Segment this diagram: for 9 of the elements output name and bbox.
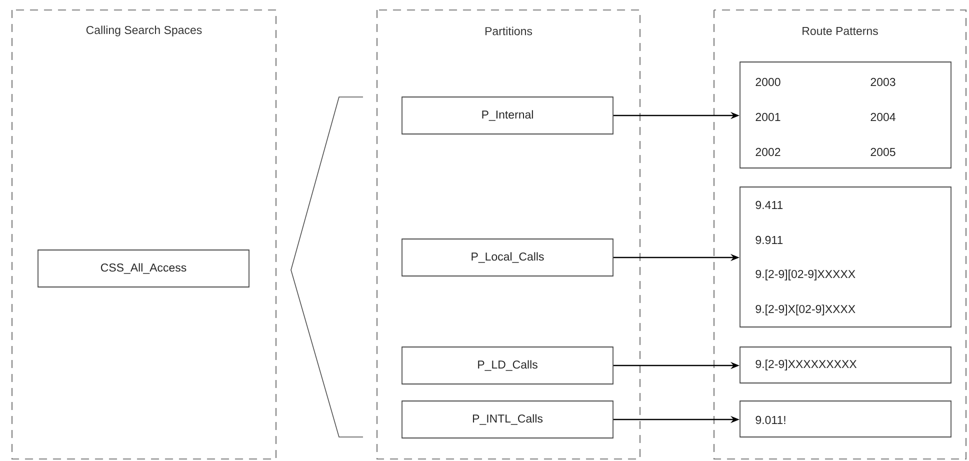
search-space-box: CSS_All_Access — [38, 250, 250, 288]
pattern-box: 9.411 9.911 9.[2-9][02-9]XXXXX 9.[2-9]X[02-9]XXXX — [740, 186, 952, 328]
pattern-box: 9.011! — [740, 400, 952, 438]
partition-box: P_Local_Calls — [402, 238, 614, 276]
partition-box: P_INTL_Calls — [402, 400, 614, 438]
pattern-box: 9.[2-9]XXXXXXXXX — [740, 346, 952, 384]
partition-box: P_Internal — [402, 96, 614, 134]
pattern-box: 2000 2003 2001 2004 2002 2005 — [740, 62, 952, 168]
partition-box: P_LD_Calls — [402, 346, 614, 384]
